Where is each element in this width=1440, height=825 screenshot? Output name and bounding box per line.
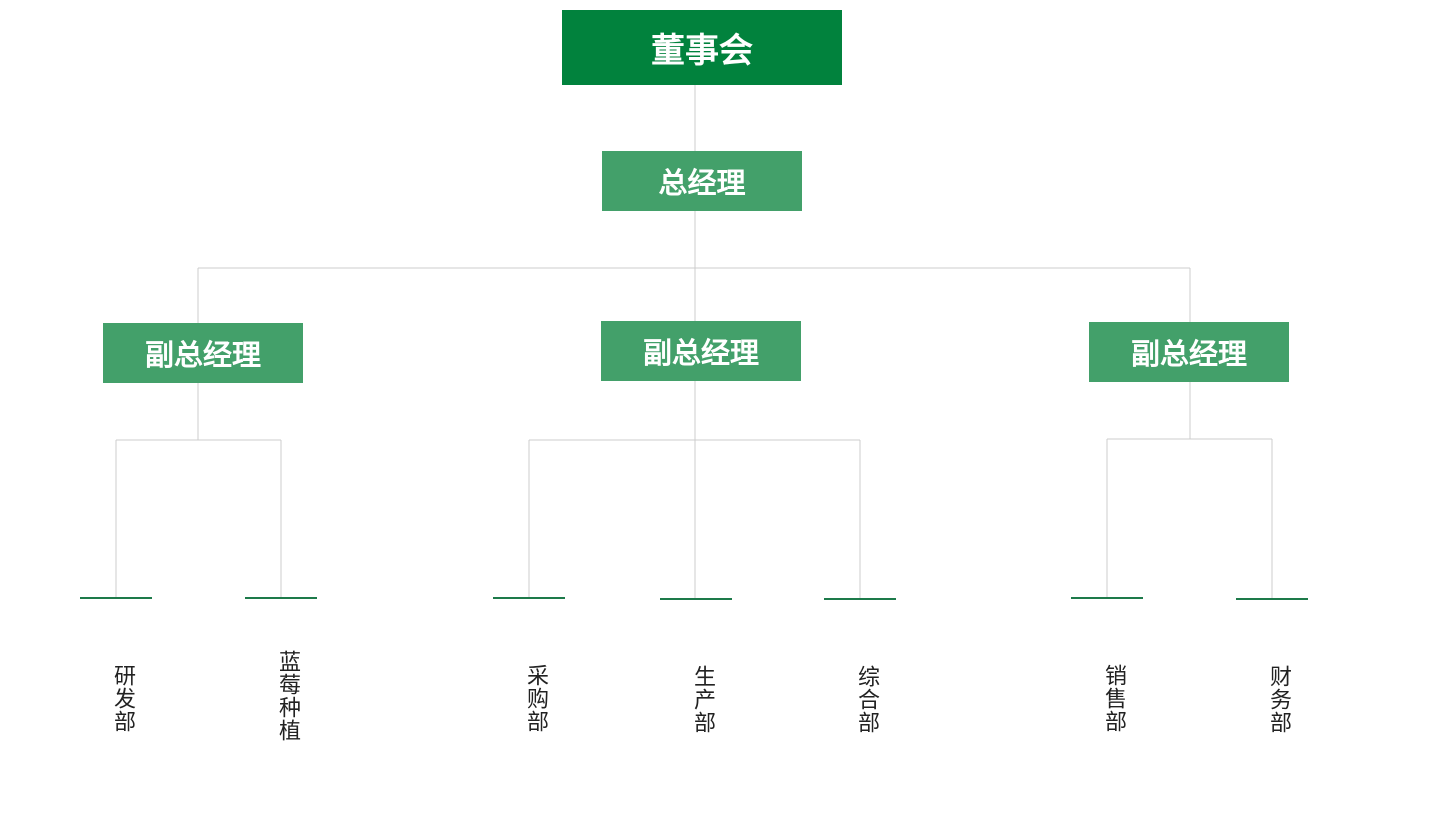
- vice-manager-node-right: 副总经理: [1089, 322, 1289, 382]
- vice-manager-label: 副总经理: [1130, 337, 1247, 371]
- dept-bar-blueberry: [245, 597, 317, 599]
- vice-manager-label: 副总经理: [642, 336, 759, 370]
- general-manager-node: 总经理: [602, 151, 802, 211]
- board-label: 董事会: [651, 31, 753, 71]
- dept-bar-sales: [1071, 597, 1143, 599]
- dept-label-rd: 研发部: [110, 664, 135, 733]
- dept-label-purchase: 采购部: [523, 664, 548, 733]
- board-node: 董事会: [562, 10, 842, 85]
- dept-label-finance: 财务部: [1266, 665, 1291, 734]
- dept-bar-finance: [1236, 598, 1308, 600]
- dept-label-production: 生产部: [690, 665, 715, 734]
- dept-label-general: 综合部: [854, 665, 879, 734]
- dept-label-blueberry: 蓝莓种植: [275, 650, 300, 742]
- dept-bar-general: [824, 598, 896, 600]
- dept-bar-production: [660, 598, 732, 600]
- vice-manager-node-left: 副总经理: [103, 323, 303, 383]
- dept-bar-rd: [80, 597, 152, 599]
- dept-label-sales: 销售部: [1101, 664, 1126, 733]
- dept-bar-purchase: [493, 597, 565, 599]
- general-manager-label: 总经理: [658, 166, 746, 200]
- vice-manager-node-center: 副总经理: [601, 321, 801, 381]
- vice-manager-label: 副总经理: [144, 338, 261, 372]
